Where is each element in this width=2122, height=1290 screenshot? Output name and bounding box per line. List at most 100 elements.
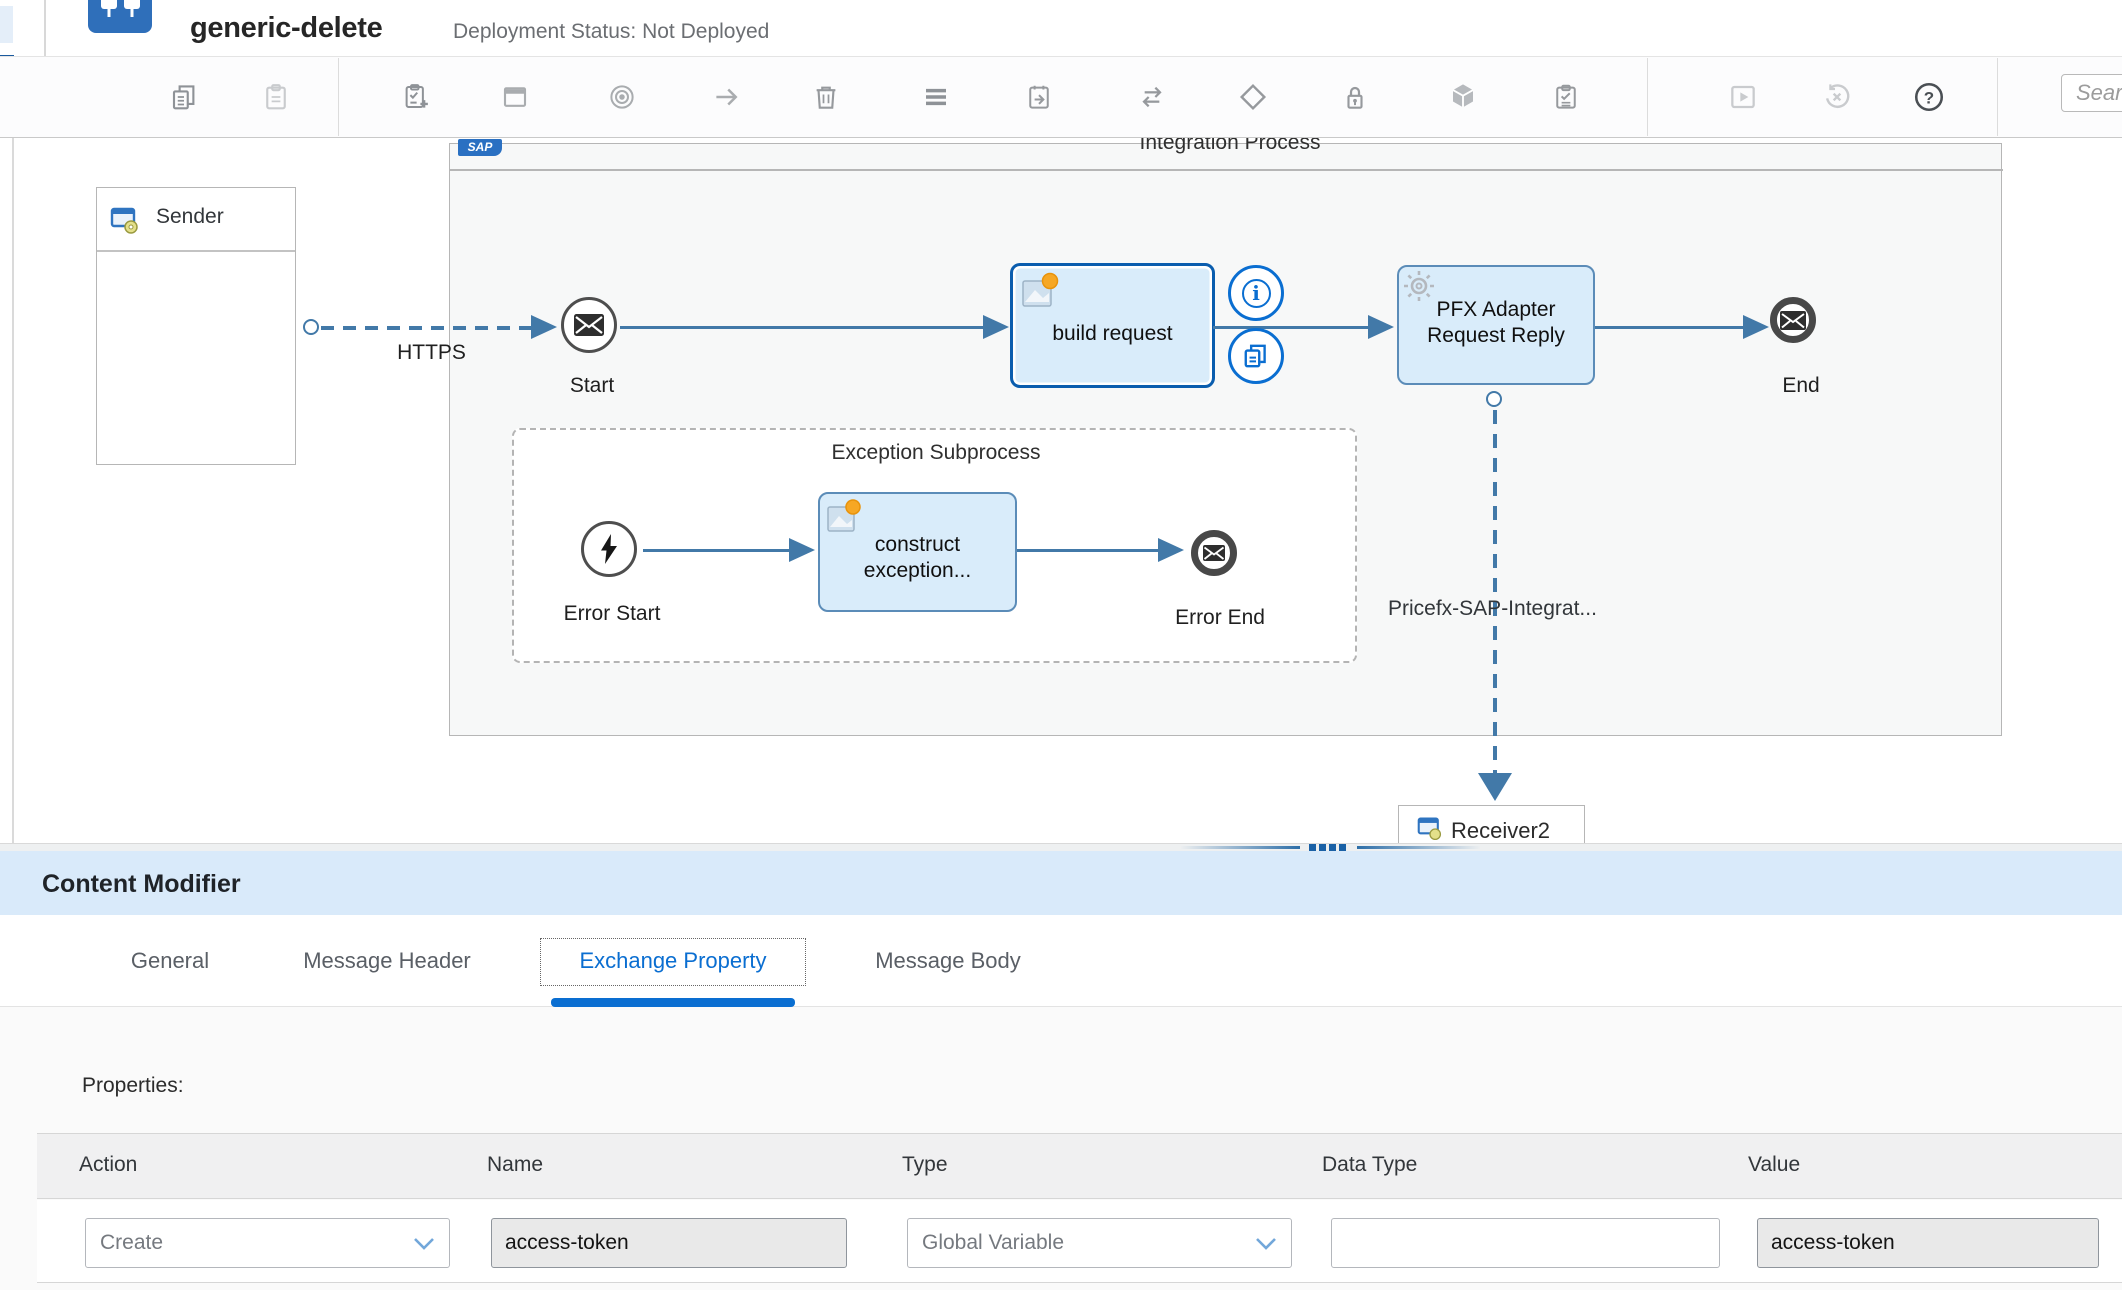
sender-label: Sender <box>156 205 224 228</box>
panel-resize-splitter[interactable] <box>0 843 2122 851</box>
flow-arrowhead <box>1158 538 1184 562</box>
https-label: HTTPS <box>397 341 466 364</box>
type-select[interactable]: Global Variable <box>907 1218 1292 1268</box>
cube-icon[interactable] <box>1446 80 1480 114</box>
help-icon[interactable]: ? <box>1912 80 1946 114</box>
toolbar-divider <box>1647 58 1648 136</box>
lock-icon[interactable] <box>1338 80 1372 114</box>
value-field[interactable]: access-token <box>1757 1218 2099 1268</box>
splitter-grip-line <box>1357 846 1481 849</box>
flow-arrowhead <box>983 315 1009 339</box>
info-icon: i <box>1241 278 1271 308</box>
splitter-grip-line <box>1180 846 1300 849</box>
panel-title: Content Modifier <box>42 870 241 898</box>
exception-subprocess-title: Exception Subprocess <box>831 441 1041 464</box>
header <box>0 0 2122 56</box>
start-label: Start <box>569 374 615 397</box>
target-icon[interactable] <box>605 80 639 114</box>
iflow-app-icon <box>88 0 152 33</box>
duplicate-button[interactable] <box>1228 328 1284 384</box>
flow-arrowhead <box>789 538 815 562</box>
action-value: Create <box>100 1231 164 1254</box>
deployment-status: Deployment Status: Not Deployed <box>453 20 770 43</box>
tab-focus-outline <box>540 938 806 986</box>
column-action: Action <box>79 1153 138 1176</box>
properties-label: Properties: <box>82 1074 184 1097</box>
name-field[interactable]: access-token <box>491 1218 847 1268</box>
error-end-event[interactable] <box>1191 530 1237 576</box>
column-name: Name <box>487 1153 544 1176</box>
pfx-adapter-step[interactable]: PFX Adapter Request Reply <box>1397 265 1595 385</box>
sender-header-divider <box>97 250 295 252</box>
tab-general[interactable]: General <box>130 948 210 973</box>
flow-arrowhead <box>1368 315 1394 339</box>
checklist-icon[interactable] <box>1549 80 1583 114</box>
sequence-flow[interactable] <box>620 326 984 329</box>
tab-message-body[interactable]: Message Body <box>875 948 1021 973</box>
sender-connection-handle[interactable] <box>303 319 319 335</box>
receiver-pool[interactable]: Receiver2 <box>1398 805 1585 843</box>
properties-panel-header <box>0 851 2122 915</box>
swap-arrows-icon[interactable] <box>1135 80 1169 114</box>
receiver-connection-line[interactable] <box>1493 410 1497 773</box>
error-icon <box>601 534 617 564</box>
toolbar-divider <box>338 58 339 136</box>
construct-exception-label: construct exception... <box>863 533 972 582</box>
end-event[interactable] <box>1770 297 1816 343</box>
active-tab-underline <box>551 998 795 1007</box>
action-select[interactable]: Create <box>85 1218 450 1268</box>
pfx-connection-handle[interactable] <box>1486 391 1502 407</box>
menu-icon[interactable] <box>919 80 953 114</box>
message-icon <box>574 314 604 336</box>
tab-message-header[interactable]: Message Header <box>303 948 471 973</box>
data-type-field[interactable] <box>1331 1218 1720 1268</box>
error-start-label: Error Start <box>563 602 661 625</box>
column-data-type: Data Type <box>1322 1153 1418 1176</box>
tab-exchange-property[interactable]: Exchange Property <box>579 948 767 973</box>
error-start-event[interactable] <box>581 521 637 577</box>
clipboard-add-icon[interactable] <box>399 80 433 114</box>
properties-table-header <box>37 1133 2122 1199</box>
message-icon <box>1203 545 1225 561</box>
iflow-canvas[interactable]: Integration Process SAP Sender HTTPS Sta… <box>0 138 2122 843</box>
play-icon[interactable] <box>1726 80 1760 114</box>
info-button[interactable]: i <box>1228 265 1284 321</box>
sequence-flow[interactable] <box>643 549 789 552</box>
start-event[interactable] <box>561 297 617 353</box>
sequence-flow[interactable] <box>1213 326 1371 329</box>
receiver-arrowhead <box>1478 773 1512 801</box>
tab-remnant <box>0 6 13 43</box>
end-label: End <box>1782 374 1820 397</box>
build-request-step[interactable]: build request <box>1010 263 1215 388</box>
undo-cancel-icon[interactable] <box>1820 80 1854 114</box>
toolbar-divider <box>1997 58 1998 136</box>
window-icon[interactable] <box>498 80 532 114</box>
https-connection-line[interactable] <box>321 326 532 330</box>
error-end-label: Error End <box>1175 606 1265 629</box>
diamond-icon[interactable] <box>1236 80 1270 114</box>
copy-icon[interactable] <box>167 80 201 114</box>
canvas-left-border <box>12 138 14 843</box>
chevron-down-icon <box>1256 1237 1276 1250</box>
sender-system-icon <box>110 207 140 240</box>
copy-icon <box>1244 344 1266 368</box>
receiver-system-icon <box>1417 816 1443 843</box>
sequence-flow[interactable] <box>1595 326 1745 329</box>
search-input[interactable]: Search <box>2061 74 2122 112</box>
https-arrowhead <box>531 315 557 339</box>
paste-icon[interactable] <box>259 80 293 114</box>
svg-text:?: ? <box>1924 88 1934 107</box>
column-type: Type <box>902 1153 948 1176</box>
build-request-label: build request <box>1052 322 1173 345</box>
sender-pool[interactable]: Sender <box>96 187 296 465</box>
type-value: Global Variable <box>922 1231 1065 1254</box>
message-icon <box>1780 310 1806 330</box>
chevron-down-icon <box>414 1237 434 1250</box>
arrow-right-icon[interactable] <box>710 80 744 114</box>
sequence-flow[interactable] <box>1017 549 1160 552</box>
trash-icon[interactable] <box>809 80 843 114</box>
splitter-grip-handle[interactable] <box>1309 844 1346 851</box>
flow-arrowhead <box>1743 315 1769 339</box>
calendar-export-icon[interactable] <box>1022 80 1056 114</box>
construct-exception-step[interactable]: construct exception... <box>818 492 1017 612</box>
